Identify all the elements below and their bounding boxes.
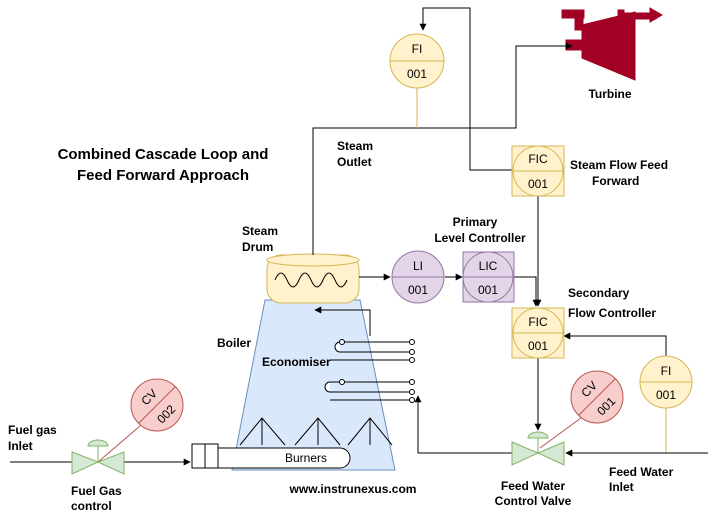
steam-drum-label-2: Drum	[242, 240, 273, 254]
cv-right-leader	[539, 414, 586, 449]
valve-to-eco	[414, 395, 512, 454]
fi-to-fic-line	[422, 7, 512, 171]
secondary-fc-label-2: Flow Controller	[568, 306, 656, 320]
fi-top-tag: FI	[412, 42, 423, 56]
fic-top-instrument: FIC 001	[511, 145, 565, 197]
economiser-tubes	[324, 339, 415, 403]
fi-top-instrument: FI 001	[389, 33, 445, 89]
website-label: www.instrunexus.com	[289, 482, 417, 496]
li-num: 001	[408, 283, 428, 297]
lic-tag: LIC	[479, 259, 498, 273]
steam-drum-label-1: Steam	[242, 224, 278, 238]
steam-drum	[266, 253, 360, 304]
turbine-label: Turbine	[588, 87, 631, 101]
burners-label: Burners	[285, 451, 327, 465]
eco-to-drum	[314, 306, 371, 336]
steam-outlet-label-1: Steam	[337, 139, 373, 153]
fw-inlet-label-1: Feed Water	[609, 465, 674, 479]
lic-to-fic	[514, 276, 540, 307]
title-line1: Combined Cascade Loop and	[58, 146, 269, 163]
fi-top-num: 001	[407, 67, 427, 81]
secondary-fc-label-1: Secondary	[568, 286, 630, 300]
fw-control-valve-label-2: Control Valve	[495, 494, 572, 508]
fuel-gas-control-label-1: Fuel Gas	[71, 484, 122, 498]
li-tag: LI	[413, 259, 423, 273]
cv-left-instrument: CV 002	[130, 378, 184, 432]
fuel-gas-inlet-label-2: Inlet	[8, 439, 33, 453]
turbine	[561, 7, 663, 81]
fi-right-instrument: FI 001	[639, 355, 693, 409]
fic-mid-num: 001	[528, 339, 548, 353]
fic-mid-instrument: FIC 001	[511, 307, 565, 359]
fic-mid-tag: FIC	[528, 315, 548, 329]
fw-control-valve-label-1: Feed Water	[501, 479, 566, 493]
primary-lc-label-1: Primary	[453, 215, 498, 229]
fw-inlet-label-2: Inlet	[609, 480, 634, 494]
feed-water-control-valve	[511, 431, 565, 466]
steam-flow-ff-label-2: Forward	[592, 174, 639, 188]
primary-lc-label-2: Level Controller	[434, 231, 526, 245]
fi-right-tag: FI	[661, 364, 672, 378]
title-line2: Feed Forward Approach	[77, 167, 249, 184]
cv-left-leader	[97, 425, 141, 463]
boiler-body	[231, 299, 396, 471]
cv-right-instrument: CV 001	[570, 370, 624, 424]
burner-flames	[239, 417, 393, 446]
steam-line	[312, 42, 573, 255]
steam-outlet-label-2: Outlet	[337, 155, 372, 169]
lic-num: 001	[478, 283, 498, 297]
fi-right-to-fic	[563, 332, 667, 356]
fi-right-num: 001	[656, 388, 676, 402]
fuel-gas-inlet-label-1: Fuel gas	[8, 423, 57, 437]
fic-top-num: 001	[528, 177, 548, 191]
fuel-gas-control-valve	[71, 439, 125, 475]
lic-instrument: LIC 001	[462, 251, 515, 303]
fuel-gas-control-label-2: control	[71, 499, 112, 513]
steam-flow-ff-label-1: Steam Flow Feed	[570, 158, 668, 172]
li-instrument: LI 001	[391, 250, 445, 304]
economiser-label: Economiser	[262, 355, 331, 369]
boiler-label: Boiler	[217, 336, 251, 350]
fic-top-tag: FIC	[528, 152, 548, 166]
burners	[191, 443, 351, 469]
